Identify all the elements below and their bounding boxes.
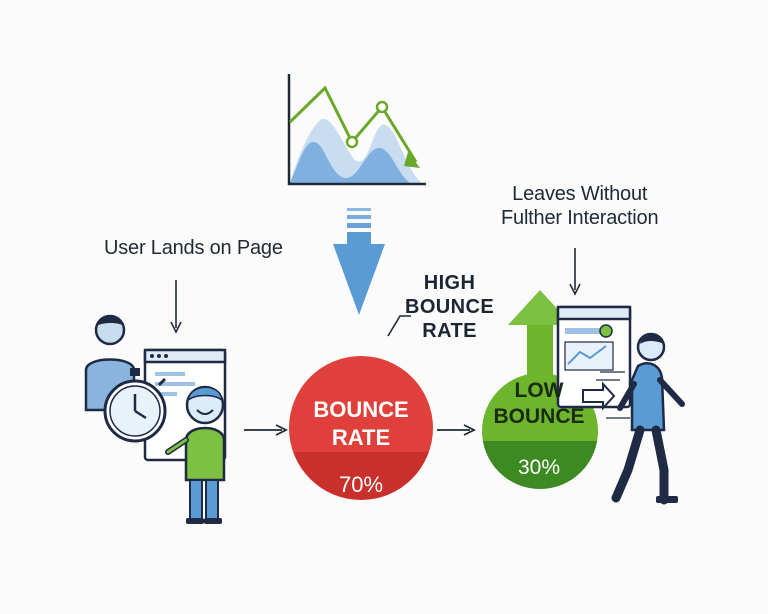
stopwatch-icon	[103, 368, 167, 443]
low-title-line1: LOW	[514, 379, 564, 402]
high-label-line3: RATE	[422, 320, 477, 342]
high-bounce-pointer	[387, 315, 411, 337]
low-title-line2: BOUNCE	[493, 405, 585, 428]
leaves-label-line2: Fulther Interaction	[501, 207, 659, 229]
bounce-rate-title: BOUNCE RATE	[296, 396, 426, 452]
bounce-rate-value: 70%	[338, 472, 384, 497]
leaves-label-line1: Leaves Without	[512, 183, 648, 205]
flow-arrow-2	[437, 424, 477, 436]
line-chart-icon	[287, 74, 426, 186]
high-bounce-label: HIGH BOUNCE RATE	[405, 271, 494, 343]
flow-arrow-1	[244, 424, 289, 436]
user-lands-label: User Lands on Page	[104, 237, 283, 259]
exit-browser-icon	[556, 305, 632, 411]
walking-person-icon	[596, 332, 685, 505]
leaves-label: Leaves Without Fulther Interaction	[501, 182, 659, 230]
bounce-title-line2: RATE	[331, 425, 391, 450]
label-arrow-right	[569, 248, 581, 296]
low-bounce-value: 30%	[517, 456, 561, 479]
high-label-line2: BOUNCE	[405, 296, 495, 318]
low-bounce-title: LOW BOUNCE	[480, 378, 598, 430]
smiling-person-icon	[165, 385, 226, 524]
high-label-line1: HIGH	[423, 272, 476, 294]
down-arrow-icon	[333, 208, 385, 315]
label-arrow-left	[170, 280, 182, 334]
bounce-title-line1: BOUNCE	[313, 397, 409, 422]
